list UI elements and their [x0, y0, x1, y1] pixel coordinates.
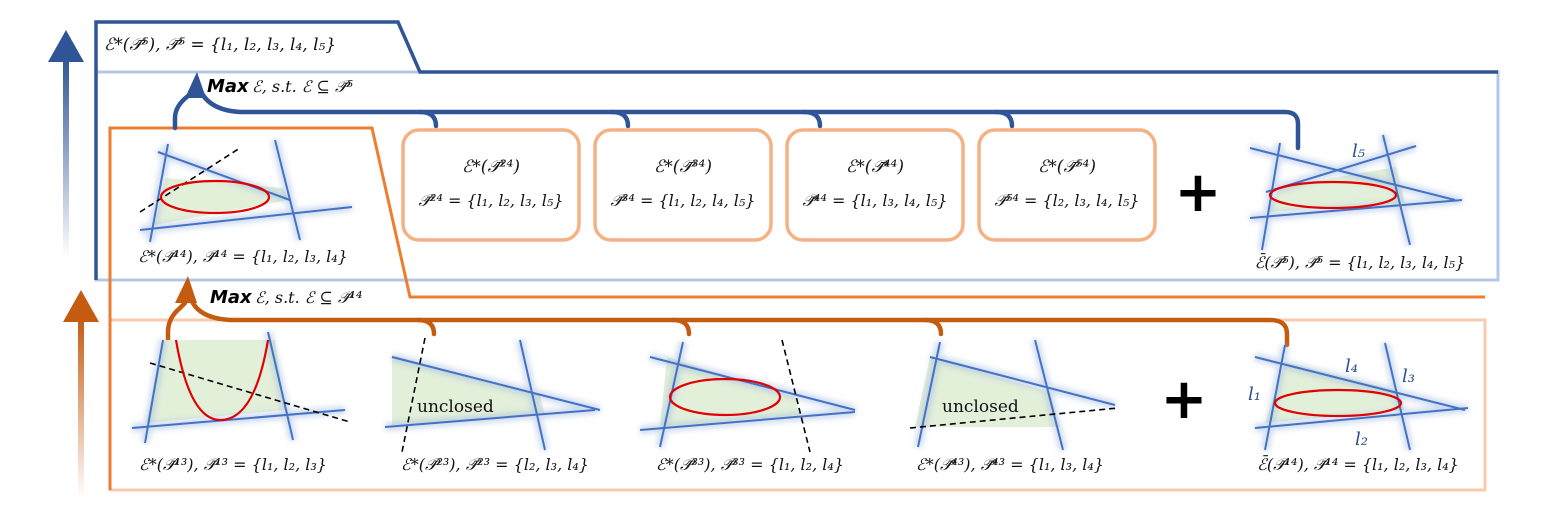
- top-level-tab: [94, 20, 1498, 280]
- subset-4-set: 𝒫̄⁴⁴ = {l₁, l₃, l₄, l₅}: [803, 191, 948, 210]
- subset-4-title: ℰ*(𝒫̄⁴⁴): [846, 157, 904, 177]
- bottom-panel-1: ℰ*(𝒫̄¹³), 𝒫̄¹³ = {l₁, l₂, l₃}: [131, 331, 351, 474]
- top-arrow-head: [185, 72, 206, 98]
- subset-2-set: 𝒫̄²⁴ = {l₁, l₂, l₃, l₅}: [419, 191, 564, 210]
- line-label-l5: l₅: [1352, 141, 1365, 162]
- bottom-panel-3: ℰ*(𝒫̄³³), 𝒫̄³³ = {l₁, l₂, l₄}: [639, 339, 857, 474]
- line-label-l3: l₃: [1402, 366, 1415, 387]
- top-plus-sign: +: [1175, 160, 1222, 225]
- mid-max-expression: Max ℰ, s.t. ℰ ⊆ 𝒫̄¹⁴: [210, 287, 362, 308]
- bottom-panel-1-label: ℰ*(𝒫̄¹³), 𝒫̄¹³ = {l₁, l₂, l₃}: [139, 455, 327, 474]
- bottom-panel-4-label: ℰ*(𝒫̄⁴³), 𝒫̄⁴³ = {l₁, l₃, l₄}: [916, 455, 1104, 474]
- bottom-panel-2: unclosed ℰ*(𝒫̄²³), 𝒫̄²³ = {l₂, l₃, l₄}: [384, 337, 601, 474]
- bottom-panel-3-label: ℰ*(𝒫̄³³), 𝒫̄³³ = {l₁, l₂, l₄}: [656, 455, 844, 474]
- bottom-panel-2-text: unclosed: [417, 397, 494, 417]
- bottom-arrow-head: [175, 276, 197, 303]
- bottom-panel-4: unclosed ℰ*(𝒫̄⁴³), 𝒫̄⁴³ = {l₁, l₃, l₄}: [909, 339, 1119, 474]
- mid-figure: [139, 139, 353, 243]
- subset-box-3: ℰ*(𝒫̄³⁴) 𝒫̄³⁴ = {l₁, l₂, l₄, l₅}: [593, 128, 773, 242]
- subset-5-set: 𝒫̄⁵⁴ = {l₂, l₃, l₄, l₅}: [995, 191, 1140, 210]
- bottom-plus-sign: +: [1161, 367, 1208, 432]
- subset-box-5: ℰ*(𝒫̄⁵⁴) 𝒫̄⁵⁴ = {l₂, l₃, l₄, l₅}: [977, 128, 1157, 242]
- top-level-header: ℰ*(𝒫̄⁵), 𝒫̄⁵ = {l₁, l₂, l₃, l₄, l₅}: [104, 35, 336, 55]
- level-up-arrow-bottom: [63, 290, 99, 498]
- subset-5-title: ℰ*(𝒫̄⁵⁴): [1038, 157, 1096, 177]
- mid-max-keyword: Max: [210, 287, 253, 308]
- line-label-l1: l₁: [1248, 384, 1261, 405]
- top-max-keyword: Max: [207, 76, 250, 97]
- line-label-l4: l₄: [1345, 356, 1358, 377]
- level-up-arrow-top: [48, 30, 84, 258]
- subset-box-2: ℰ*(𝒫̄²⁴) 𝒫̄²⁴ = {l₁, l₂, l₃, l₅}: [401, 128, 581, 242]
- mid-max-constraint: ℰ, s.t. ℰ ⊆ 𝒫̄¹⁴: [255, 288, 362, 307]
- mid-level-tab: [108, 126, 1485, 490]
- mid-level-header: ℰ*(𝒫̄¹⁴), 𝒫̄¹⁴ = {l₁, l₂, l₃, l₄}: [138, 247, 348, 266]
- bottom-aggregation-arrows: [165, 293, 1290, 348]
- line-label-l2: l₂: [1355, 429, 1368, 450]
- subset-box-4: ℰ*(𝒫̄⁴⁴) 𝒫̄⁴⁴ = {l₁, l₃, l₄, l₅}: [785, 128, 965, 242]
- top-max-constraint: ℰ, s.t. ℰ ⊆ 𝒫̄⁵: [252, 77, 354, 96]
- subset-3-set: 𝒫̄³⁴ = {l₁, l₂, l₄, l₅}: [611, 191, 756, 210]
- subset-2-title: ℰ*(𝒫̄²⁴): [462, 157, 520, 177]
- bottom-final-figure: l₁ l₄ l₃ l₂: [1248, 342, 1469, 451]
- bottom-final-label: ℰ̄(𝒫̄¹⁴), 𝒫̄¹⁴ = {l₁, l₂, l₃, l₄}: [1257, 455, 1459, 474]
- top-final-figure: l₅: [1249, 134, 1463, 251]
- top-max-expression: Max ℰ, s.t. ℰ ⊆ 𝒫̄⁵: [207, 76, 354, 97]
- top-final-label: ℰ̄(𝒫̄⁵), 𝒫̄⁵ = {l₁, l₂, l₃, l₄, l₅}: [1255, 253, 1466, 272]
- bottom-panel-2-label: ℰ*(𝒫̄²³), 𝒫̄²³ = {l₂, l₃, l₄}: [401, 455, 589, 474]
- subset-3-title: ℰ*(𝒫̄³⁴): [654, 157, 712, 177]
- bottom-panel-4-text: unclosed: [942, 397, 1019, 417]
